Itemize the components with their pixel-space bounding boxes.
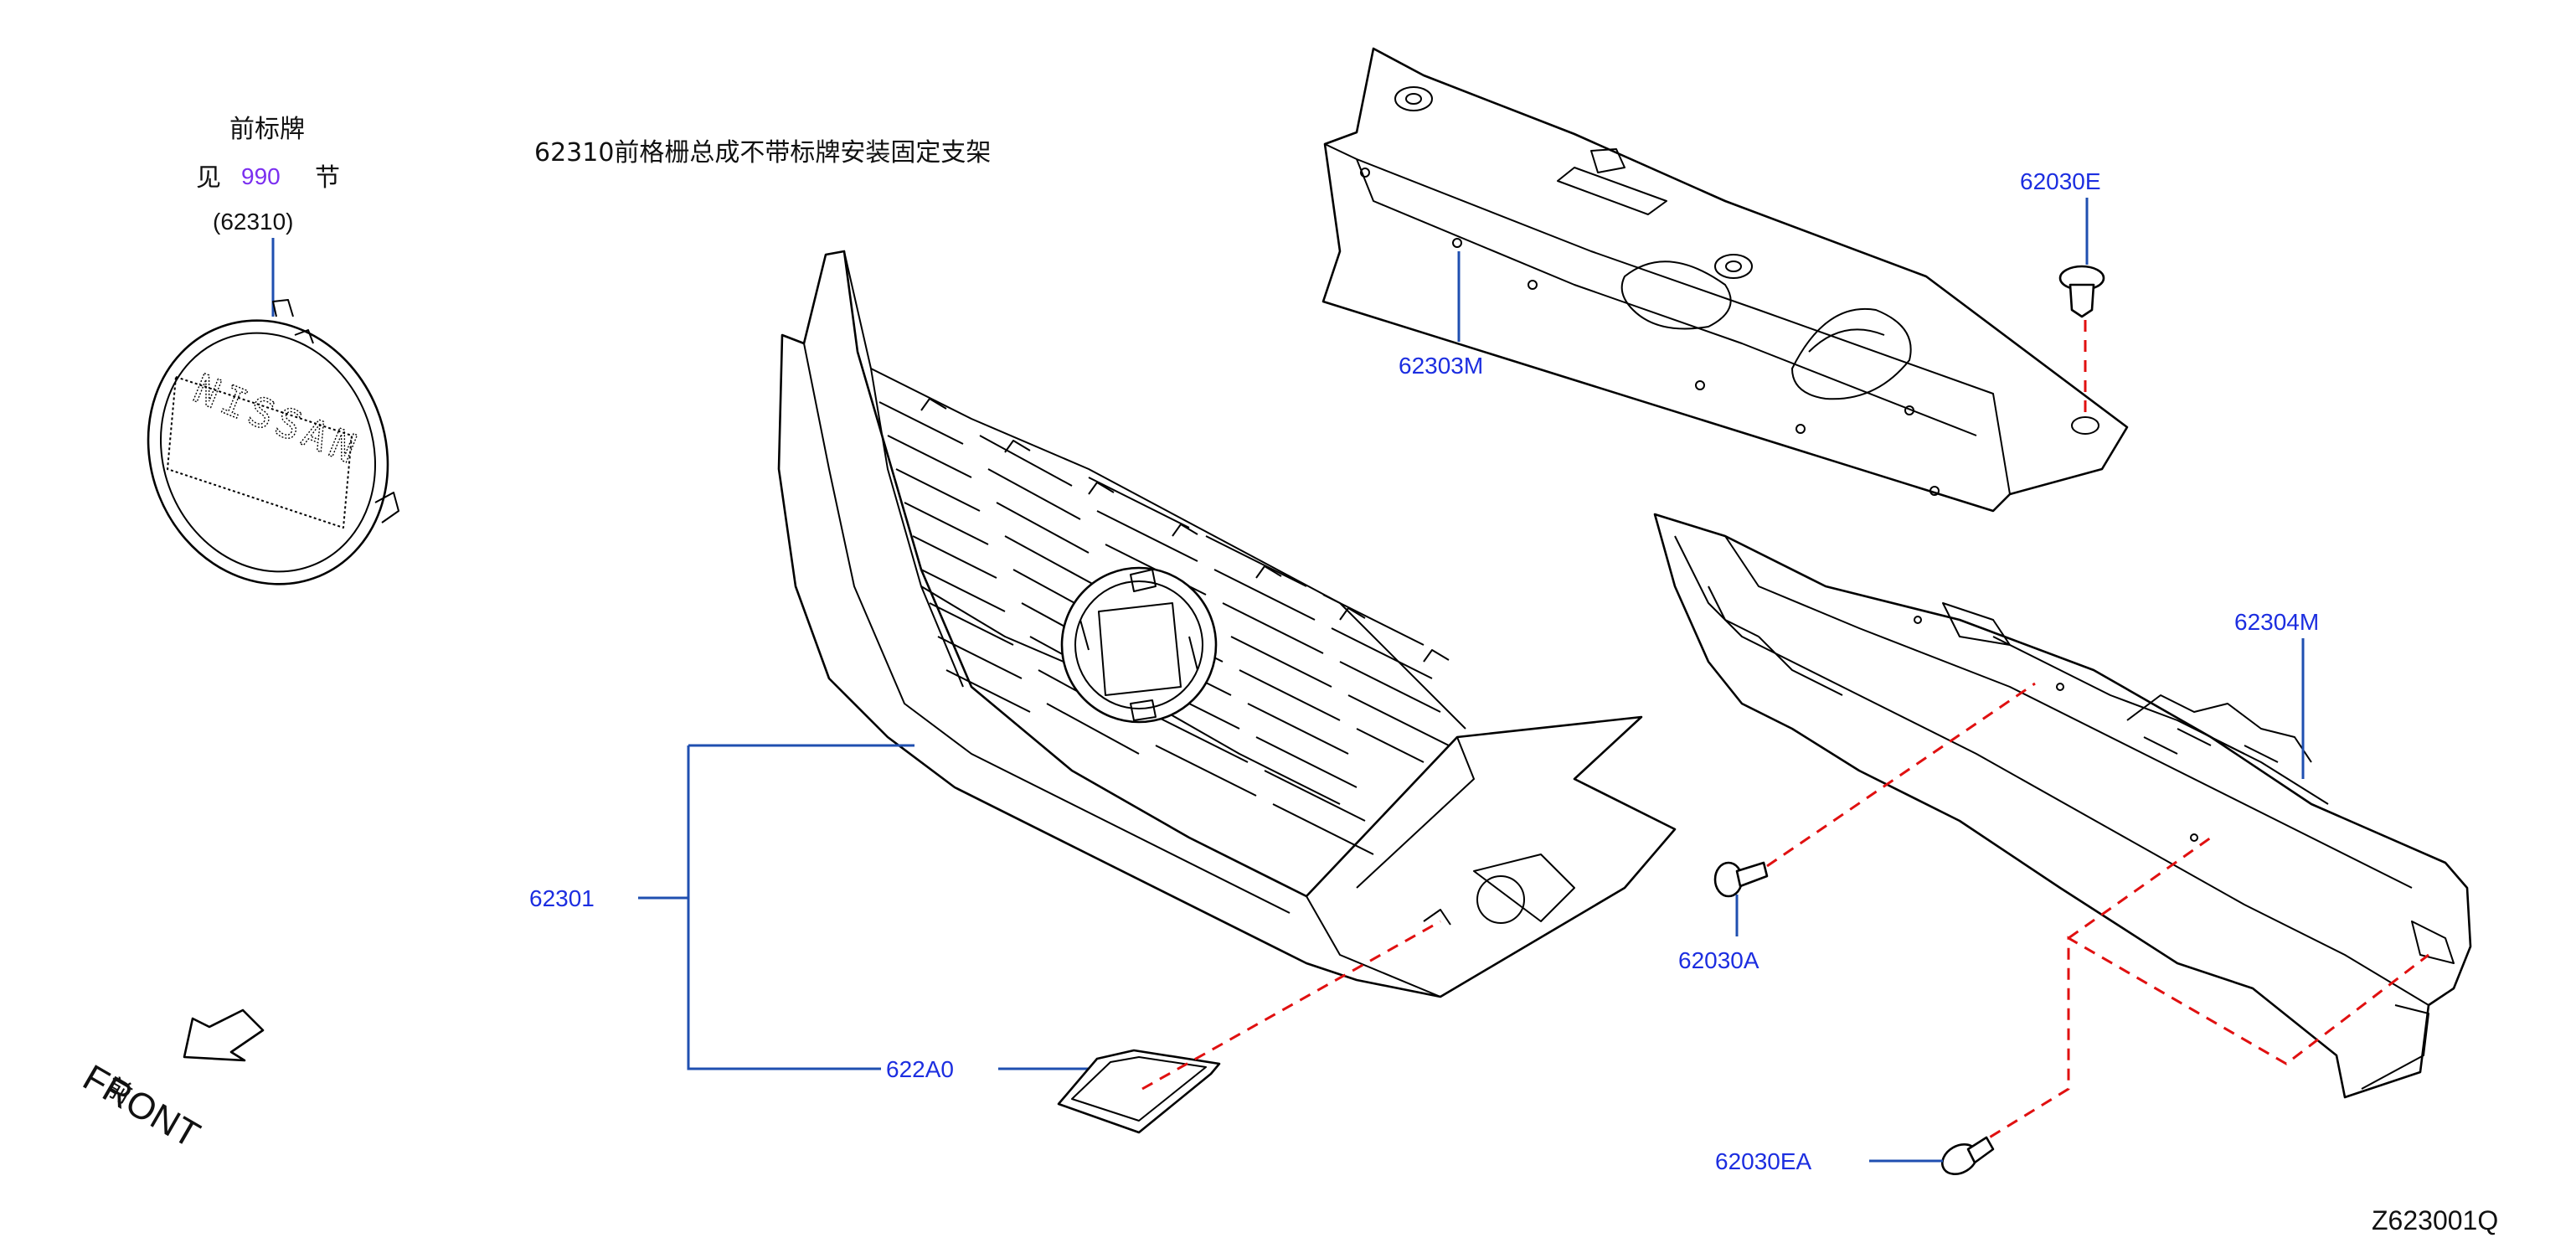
- emblem-section-link[interactable]: 990: [241, 163, 281, 189]
- front-arrow-icon: [183, 1008, 265, 1062]
- leader-62301: [638, 744, 914, 1070]
- grille-cap-622A0: [1057, 1049, 1221, 1134]
- callout-62304M[interactable]: 62304M: [2234, 609, 2319, 635]
- emblem-section-suffix: 节: [315, 163, 340, 193]
- guide-62030A: [1766, 682, 2036, 868]
- callout-62030EA[interactable]: 62030EA: [1715, 1148, 1812, 1174]
- emblem-badge: NISSAN: [147, 299, 399, 585]
- clip-62030EA: [1941, 1136, 1995, 1175]
- callout-62303M[interactable]: 62303M: [1399, 353, 1483, 379]
- emblem-see-prefix: 见: [196, 163, 221, 193]
- callout-622A0[interactable]: 622A0: [886, 1056, 954, 1082]
- bolt-62030A: [1713, 861, 1769, 898]
- callout-62301[interactable]: 62301: [529, 885, 595, 911]
- diagram-code: Z623001Q: [2372, 1205, 2498, 1235]
- upper-radiator-cover: [1321, 47, 2129, 513]
- front-grille-assembly: [777, 250, 1677, 998]
- diagram-title: 62310前格栅总成不带标牌安装固定支架: [534, 138, 991, 168]
- guide-622A0: [1141, 920, 1441, 1091]
- callout-62030A[interactable]: 62030A: [1678, 947, 1759, 973]
- front-english-label: FRONT: [76, 1057, 207, 1156]
- clip-62030E: [2058, 265, 2105, 318]
- front-direction-indicator: 前 FRONT: [76, 1008, 265, 1156]
- emblem-reference: 前标牌 见 990 节 (62310): [196, 115, 340, 317]
- grille-support-bracket: [1653, 513, 2472, 1099]
- emblem-part-number: (62310): [213, 209, 294, 235]
- callout-62030E[interactable]: 62030E: [2020, 168, 2101, 194]
- emblem-name: 前标牌: [229, 115, 305, 144]
- guide-62030EA-upper: [2068, 836, 2212, 940]
